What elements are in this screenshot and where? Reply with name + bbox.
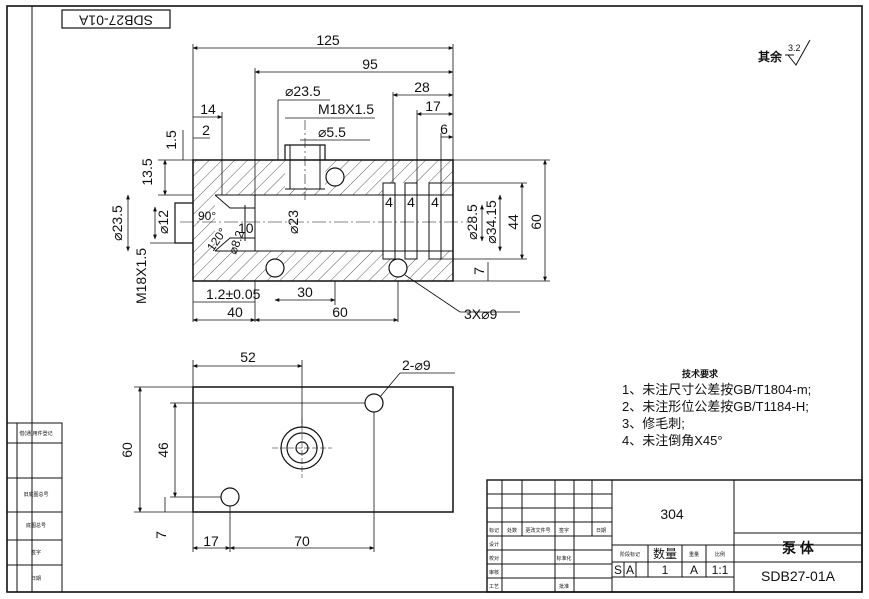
- quantity-label: 数量: [653, 546, 677, 561]
- stage-cell-s: S: [614, 563, 622, 577]
- dim-dia-12: ⌀12: [155, 210, 171, 234]
- dim-angle-90: 90°: [198, 209, 216, 223]
- tech-requirements: 技术要求 1、未注尺寸公差按GB/T1804-m; 2、未注形位公差按GB/T1…: [622, 368, 811, 448]
- tech-req-item-3: 3、修毛刺;: [622, 416, 685, 431]
- title-block: [486, 479, 863, 593]
- dim-dia-23-5-top: ⌀23.5: [285, 83, 321, 99]
- role-2: 校对: [489, 555, 499, 562]
- tech-req-title: 技术要求: [682, 368, 719, 379]
- dim-30: 30: [297, 284, 313, 300]
- strip-cell-1: 借(通)用件登记: [19, 430, 52, 437]
- dim-thread-top: M18X1.5: [318, 101, 374, 117]
- plan-view-labels: 52 2-⌀9 60 46 7 17 70: [119, 349, 431, 549]
- dim-dia-28-5: ⌀28.5: [464, 204, 480, 240]
- dim-13-5: 13.5: [139, 158, 155, 185]
- dim-1-2: 1.2±0.05: [206, 286, 261, 302]
- change-header-5: 日期: [596, 528, 606, 534]
- role-4: 工艺: [489, 584, 499, 590]
- strip-cell-5: 日期: [31, 576, 41, 582]
- weight-label: 重量: [689, 551, 699, 558]
- plan-view-dimensions: [134, 360, 455, 552]
- dim-6: 6: [440, 121, 448, 137]
- dim-dia-23-5-left: ⌀23.5: [109, 205, 125, 241]
- dim-dia-5-5: ⌀5.5: [318, 124, 346, 140]
- dim-14: 14: [200, 101, 216, 117]
- weight-value: A: [690, 563, 698, 577]
- dim-groove-b: 4: [407, 194, 415, 210]
- dim-dia-23: ⌀23: [285, 210, 301, 234]
- dim-10: 10: [238, 220, 254, 236]
- scale-label: 比例: [715, 551, 725, 558]
- roughness-label: 其余: [758, 49, 783, 64]
- title-block-labels: 304 泵 体 SDB27-01A 标记 处数 更改文件号 签字 日期 设计 校…: [489, 506, 836, 590]
- role-1: 设计: [489, 541, 499, 548]
- front-view: [174, 120, 470, 282]
- dim-thread-left: M18X1.5: [133, 248, 149, 304]
- dim-plan-17: 17: [203, 533, 219, 549]
- left-strip: [6, 422, 63, 593]
- dim-groove-a: 4: [385, 194, 393, 210]
- change-header-4: 签字: [559, 527, 569, 534]
- stage-label: 阶段标记: [620, 551, 640, 558]
- dim-2: 2: [202, 122, 210, 138]
- roughness-note: 其余 3.2: [758, 39, 811, 66]
- roughness-value: 3.2: [788, 43, 801, 53]
- role-6: 批准: [559, 583, 569, 590]
- dim-plan-46: 46: [155, 442, 171, 458]
- change-header-2: 处数: [507, 527, 517, 534]
- title-drawing-no: SDB27-01A: [761, 568, 836, 584]
- dim-95: 95: [362, 56, 378, 72]
- strip-cell-2: 旧底图总号: [23, 491, 48, 498]
- strip-cell-3: 底图总号: [26, 522, 46, 529]
- quantity-value: 1: [662, 563, 669, 577]
- role-5: 标准化: [556, 555, 571, 562]
- dim-dia-34-15: ⌀34.15: [483, 200, 499, 244]
- scale-value: 1:1: [712, 563, 729, 577]
- left-strip-labels: 借(通)用件登记 旧底图总号 底图总号 签字 日期: [19, 430, 52, 582]
- dim-17: 17: [425, 98, 441, 114]
- change-header-1: 标记: [489, 527, 499, 534]
- role-3: 审核: [489, 569, 499, 576]
- dim-44: 44: [505, 214, 521, 230]
- dim-40: 40: [227, 304, 243, 320]
- part-name: 泵 体: [782, 540, 815, 556]
- dim-7: 7: [471, 267, 487, 275]
- dim-28: 28: [414, 79, 430, 95]
- dim-plan-7: 7: [153, 531, 169, 539]
- stage-cell-a: A: [626, 563, 634, 577]
- dim-groove-c: 4: [431, 194, 439, 210]
- dim-60: 60: [528, 214, 544, 230]
- plan-view: [192, 386, 454, 513]
- dim-plan-52: 52: [240, 349, 256, 365]
- dim-plan-70: 70: [294, 533, 310, 549]
- tech-req-item-2: 2、未注形位公差按GB/T1184-H;: [622, 399, 809, 414]
- dim-holes-3x9: 3X⌀9: [464, 306, 498, 322]
- tech-req-item-1: 1、未注尺寸公差按GB/T1804-m;: [622, 382, 811, 397]
- tech-req-item-4: 4、未注倒角X45°: [622, 433, 723, 448]
- dim-1-5: 1.5: [163, 130, 179, 150]
- drawing-number-rotated: SDB27-01A: [78, 12, 153, 28]
- material: 304: [660, 506, 684, 522]
- front-view-labels: 125 95 28 17 6 ⌀23.5 M18X1.5 ⌀5.5 14 2 1…: [109, 32, 544, 322]
- change-header-3: 更改文件号: [525, 527, 550, 534]
- dim-60-bottom: 60: [332, 304, 348, 320]
- dim-plan-60: 60: [119, 442, 135, 458]
- dim-overall-length: 125: [316, 32, 340, 48]
- sheet-frame: [6, 5, 863, 593]
- drawing-number-box: SDB27-01A: [61, 9, 171, 29]
- dim-plan-holes: 2-⌀9: [402, 357, 431, 373]
- strip-cell-4: 签字: [31, 549, 41, 556]
- front-view-dimensions: [126, 44, 550, 322]
